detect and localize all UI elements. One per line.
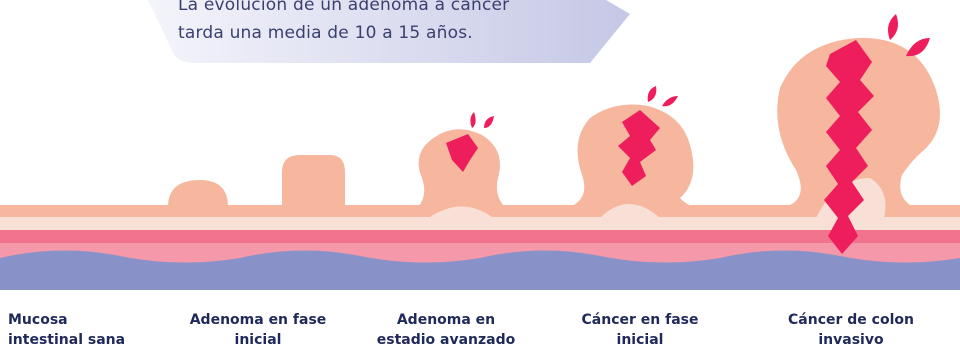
early-cancer-stalk xyxy=(600,204,660,218)
advanced-adenoma-tumor xyxy=(446,134,478,172)
advanced-adenoma-stalk xyxy=(430,206,492,217)
early-cancer-droplet xyxy=(647,86,657,102)
invasive-cancer-droplet xyxy=(888,14,898,40)
pink-band-upper xyxy=(0,229,960,243)
banner-line-1: La evolución de un adenoma a cáncer xyxy=(178,0,510,15)
advanced-adenoma-droplet xyxy=(470,112,476,128)
stage-label-invasive-cancer: Cáncer de colon invasivo xyxy=(788,312,914,348)
early-cancer-droplet-2 xyxy=(662,96,678,107)
advanced-adenoma-droplet-2 xyxy=(484,116,494,128)
stage-label-advanced-adenoma: Adenoma en estadio avanzado xyxy=(376,312,516,348)
early-cancer-tumor xyxy=(618,110,660,186)
stage-label-healthy-mucosa: Mucosa intestinal sana xyxy=(8,312,126,348)
stage-label-early-cancer: Cáncer en fase inicial xyxy=(581,312,699,348)
early-adenoma xyxy=(282,155,345,207)
pink-band-lower xyxy=(0,238,960,263)
healthy-mucosa-bump xyxy=(168,180,228,207)
stage-label-early-adenoma: Adenoma en fase inicial xyxy=(189,312,327,348)
invasive-cancer-tumor xyxy=(824,40,874,254)
banner-arrow xyxy=(148,0,630,63)
banner-text: La evolución de un adenoma a cáncer tard… xyxy=(178,0,598,47)
banner-line-2: tarda una media de 10 a 15 años. xyxy=(178,23,473,43)
submucosa-layer xyxy=(0,215,960,230)
invasive-cancer-droplet-2 xyxy=(906,38,930,57)
